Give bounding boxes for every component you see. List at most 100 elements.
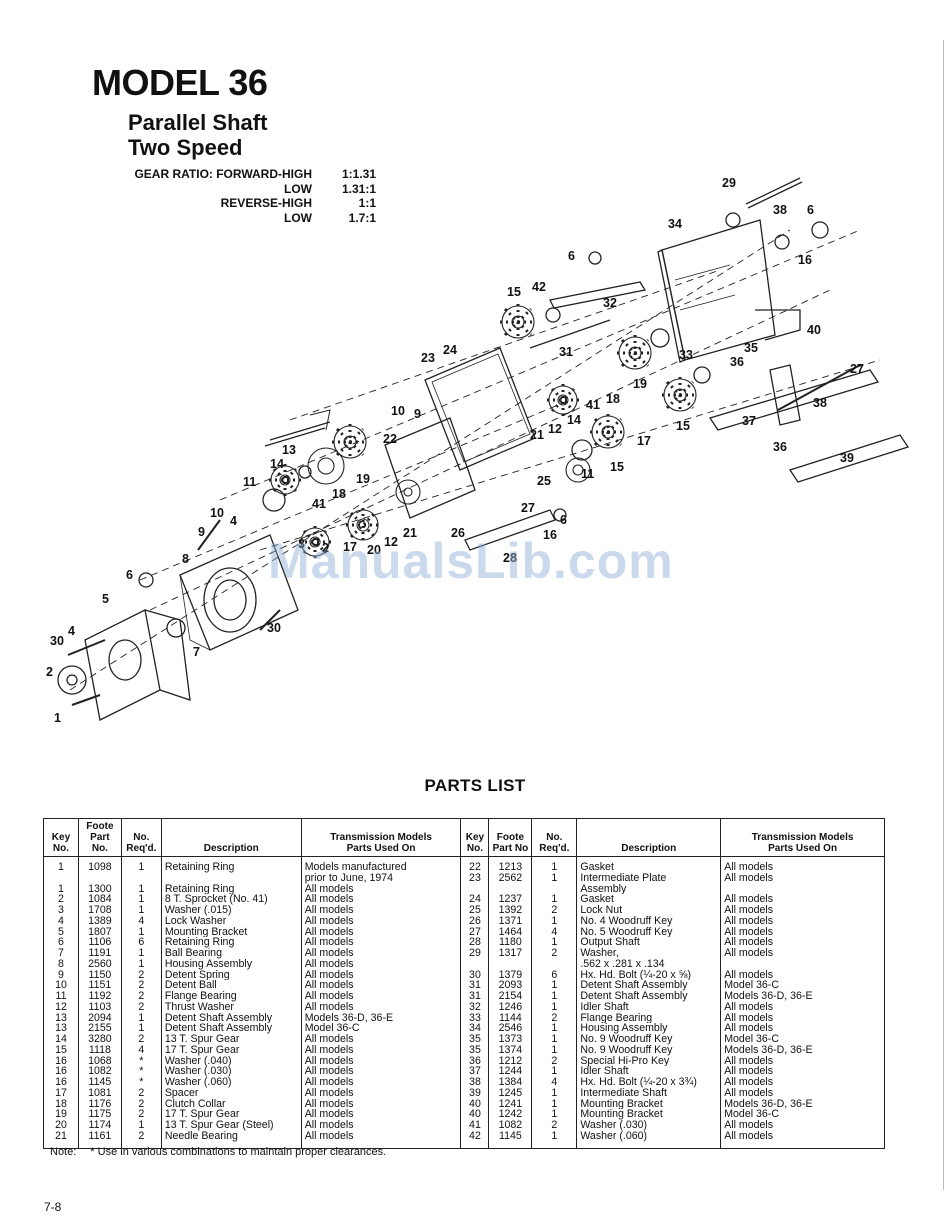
table-cell: Flange Bearing: [576, 1012, 722, 1024]
gear-ratio-label: GEAR RATIO: FORWARD-HIGH: [134, 167, 312, 181]
table-cell: Housing Assembly: [160, 958, 302, 970]
table-cell: *: [120, 1066, 162, 1077]
table-cell: 1191: [77, 948, 122, 959]
callout-25: 25: [537, 474, 551, 488]
table-cell: All models: [300, 980, 462, 991]
table-cell: Gasket: [576, 856, 722, 873]
table-cell: No. 5 Woodruff Key: [576, 926, 722, 938]
table-cell: 4: [120, 915, 162, 927]
table-cell: All models: [300, 1109, 462, 1120]
table-cell: All models: [300, 969, 462, 981]
table-cell: Model 36-C: [720, 1109, 885, 1120]
gear-ratio-label: LOW: [284, 210, 312, 225]
table-cell: 2: [120, 1001, 162, 1013]
table-cell: 31: [460, 991, 490, 1002]
table-cell: All models: [720, 937, 885, 948]
table-cell: 2: [531, 905, 578, 916]
table-cell: All models: [300, 1120, 462, 1131]
callout-11: 11: [581, 467, 594, 481]
table-cell: All models: [720, 1066, 885, 1077]
table-cell: 30: [460, 969, 490, 981]
table-cell: 8 T. Sprocket (No. 41): [160, 894, 302, 905]
table-cell: Lock Washer: [160, 915, 302, 927]
table-cell: 1: [120, 1120, 162, 1131]
table-cell: Idler Shaft: [576, 1066, 722, 1077]
table-cell: All models: [300, 1034, 462, 1045]
table-cell: 23: [460, 872, 490, 884]
table-cell: Model 36-C: [300, 1023, 462, 1034]
callout-6: 6: [560, 513, 567, 527]
table-cell: All models: [720, 915, 885, 927]
callout-41: 41: [312, 497, 326, 511]
table-cell: 1: [531, 1109, 578, 1120]
table-cell: 1175: [77, 1109, 122, 1120]
table-cell: 3: [43, 905, 79, 916]
callout-12: 12: [384, 535, 398, 549]
table-cell: [77, 872, 122, 884]
note-text: * Use in various combinations to maintai…: [90, 1146, 387, 1158]
table-cell: 4: [531, 926, 578, 938]
table-cell: All models: [720, 1120, 885, 1131]
table-cell: 1: [120, 948, 162, 959]
table-cell: 1392: [488, 905, 533, 916]
table-cell: 1: [531, 1087, 578, 1099]
table-cell: 17 T. Spur Gear: [160, 1044, 302, 1056]
table-cell: 1180: [488, 937, 533, 948]
table-cell: All models: [300, 905, 462, 916]
table-cell: 1: [531, 915, 578, 927]
callout-8: 8: [182, 552, 189, 566]
table-cell: 1: [531, 1001, 578, 1013]
table-cell: 11: [43, 991, 79, 1002]
table-cell: 1708: [77, 905, 122, 916]
table-cell: *: [120, 1055, 162, 1067]
callout-9: 9: [414, 407, 421, 421]
table-cell: 1: [120, 894, 162, 905]
table-cell: Washer (.030): [160, 1066, 302, 1077]
table-cell: No. 4 Woodruff Key: [576, 915, 722, 927]
table-cell: 1241: [488, 1098, 533, 1110]
callout-3: 3: [298, 537, 305, 551]
table-cell: 2: [120, 1087, 162, 1099]
page-number: 7-8: [44, 1200, 62, 1214]
table-cell: 33: [460, 1012, 490, 1024]
table-cell: All models: [720, 856, 885, 873]
callout-10: 10: [210, 506, 224, 520]
table-cell: 1084: [77, 894, 122, 905]
table-cell: All models: [300, 937, 462, 948]
table-cell: Models 36-D, 36-E: [720, 1044, 885, 1056]
table-cell: 38: [460, 1077, 490, 1088]
table-cell: 2546: [488, 1023, 533, 1034]
table-cell: 2560: [77, 958, 122, 970]
table-cell: [460, 883, 490, 895]
table-cell: 2155: [77, 1023, 122, 1034]
callout-18: 18: [606, 392, 620, 406]
table-cell: 40: [460, 1109, 490, 1120]
table-cell: 2: [120, 1109, 162, 1120]
table-cell: 1103: [77, 1001, 122, 1013]
table-cell: Ball Bearing: [160, 948, 302, 959]
gear-ratio-value: 1:1: [358, 196, 376, 210]
exploded-parts-diagram: 29 38 6 34 16 6 15 42 32 40 35 36 27 24 …: [46, 176, 910, 725]
gear-ratio-value: 1.7:1: [348, 210, 376, 225]
table-cell: 1: [531, 1130, 578, 1149]
table-cell: 1145: [488, 1130, 533, 1149]
callout-14: 14: [270, 457, 284, 471]
table-cell: 18: [43, 1098, 79, 1110]
table-cell: 2: [531, 1012, 578, 1024]
table-cell: Flange Bearing: [160, 991, 302, 1002]
table-cell: 1150: [77, 969, 122, 981]
table-cell: Needle Bearing: [160, 1130, 302, 1149]
table-cell: Retaining Ring: [160, 937, 302, 948]
table-cell: Models 36-D, 36-E: [720, 1098, 885, 1110]
table-cell: 17: [43, 1087, 79, 1099]
table-cell: 25: [460, 905, 490, 916]
